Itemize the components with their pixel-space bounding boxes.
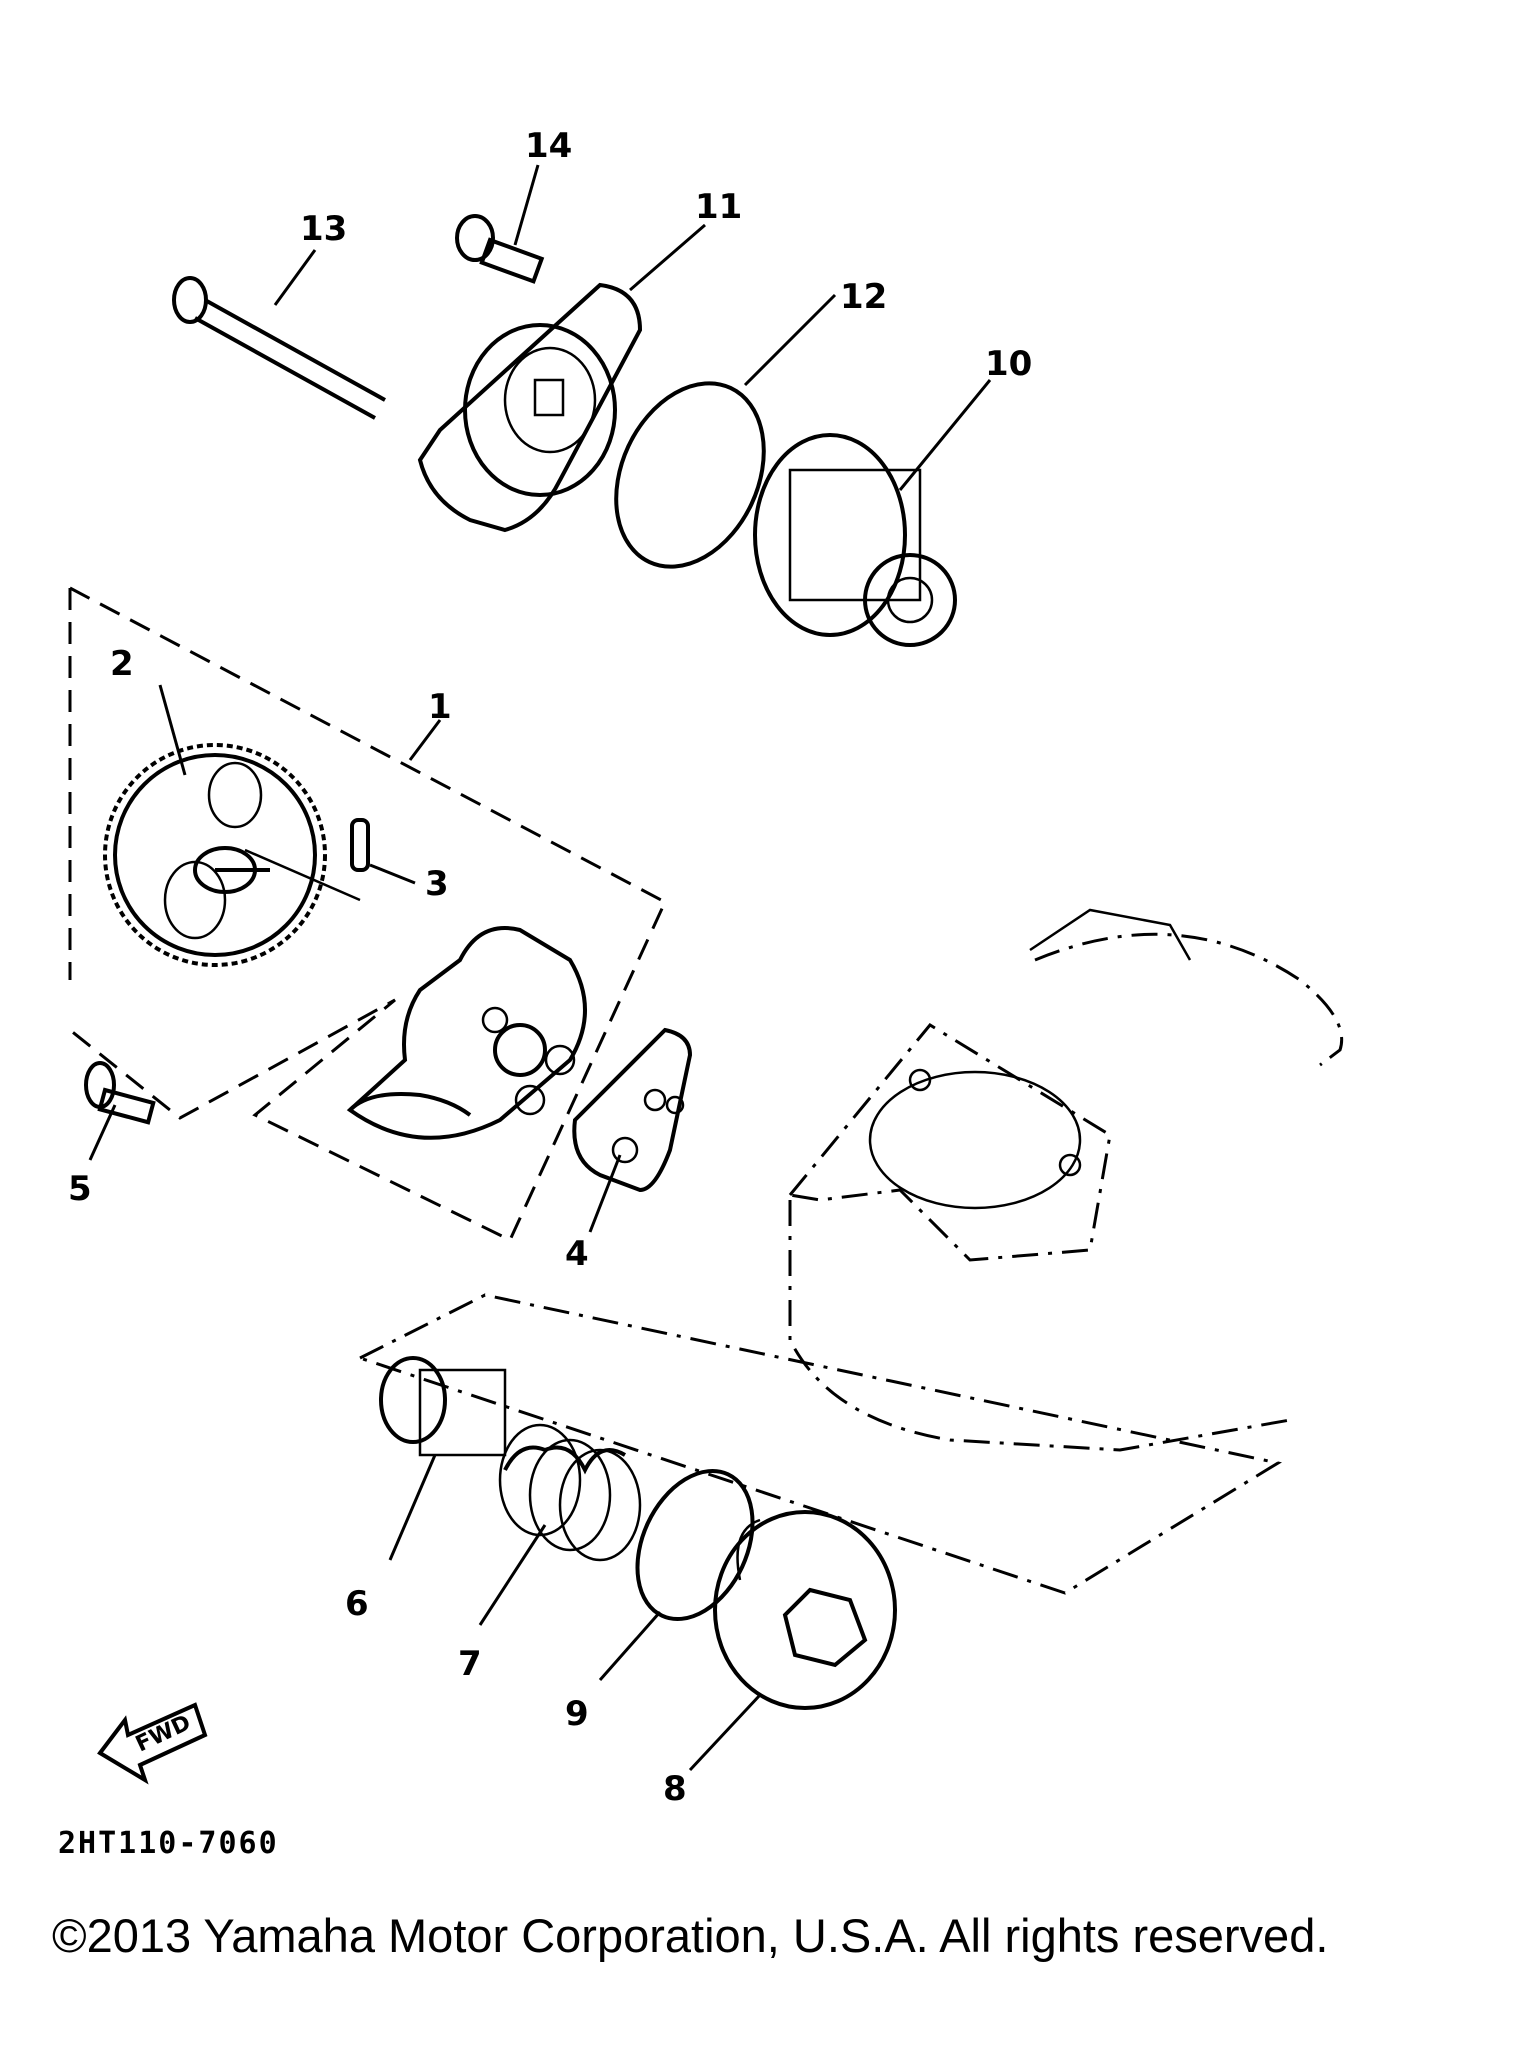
- o-ring-part-9: [635, 1468, 755, 1622]
- spring-part-7: [498, 1423, 642, 1562]
- callout-10: 10: [985, 344, 1032, 384]
- o-ring-part-12: [614, 381, 766, 569]
- leader-lines: [88, 164, 992, 1772]
- callout-13: 13: [300, 209, 347, 249]
- long-bolt-part-13: [172, 276, 386, 420]
- short-bolt-part-14: [455, 214, 545, 284]
- pump-body: [346, 926, 587, 1140]
- callout-2: 2: [110, 644, 134, 684]
- strainer-part-6: [379, 1356, 507, 1457]
- gasket-part-4: [572, 1027, 693, 1193]
- callout-5: 5: [68, 1169, 92, 1209]
- callout-8: 8: [663, 1769, 687, 1809]
- cylinder-block: [787, 908, 1344, 1452]
- callout-4: 4: [565, 1234, 589, 1274]
- callout-3: 3: [425, 864, 449, 904]
- callout-1: 1: [428, 687, 452, 727]
- oil-filter-part-10: [753, 433, 957, 647]
- callout-14: 14: [525, 126, 572, 166]
- filter-cover-part-11: [417, 282, 643, 533]
- pump-assembly-boundary: [68, 586, 667, 1243]
- strainer-group-boundary: [359, 1293, 1283, 1595]
- callout-9: 9: [565, 1694, 589, 1734]
- gear-part-2: [103, 743, 361, 967]
- pin-part-3: [350, 818, 370, 872]
- fwd-arrow-icon: FWD: [97, 1702, 208, 1785]
- callout-11: 11: [695, 187, 742, 227]
- copyright-text: ©2013 Yamaha Motor Corporation, U.S.A. A…: [52, 1909, 1329, 1962]
- bolt-part-5: [84, 1061, 156, 1125]
- callout-7: 7: [458, 1644, 482, 1684]
- drawing-code: 2HT110-7060: [58, 1826, 279, 1861]
- callout-6: 6: [345, 1584, 369, 1624]
- drain-plug-part-8: [713, 1510, 897, 1710]
- callout-12: 12: [840, 277, 887, 317]
